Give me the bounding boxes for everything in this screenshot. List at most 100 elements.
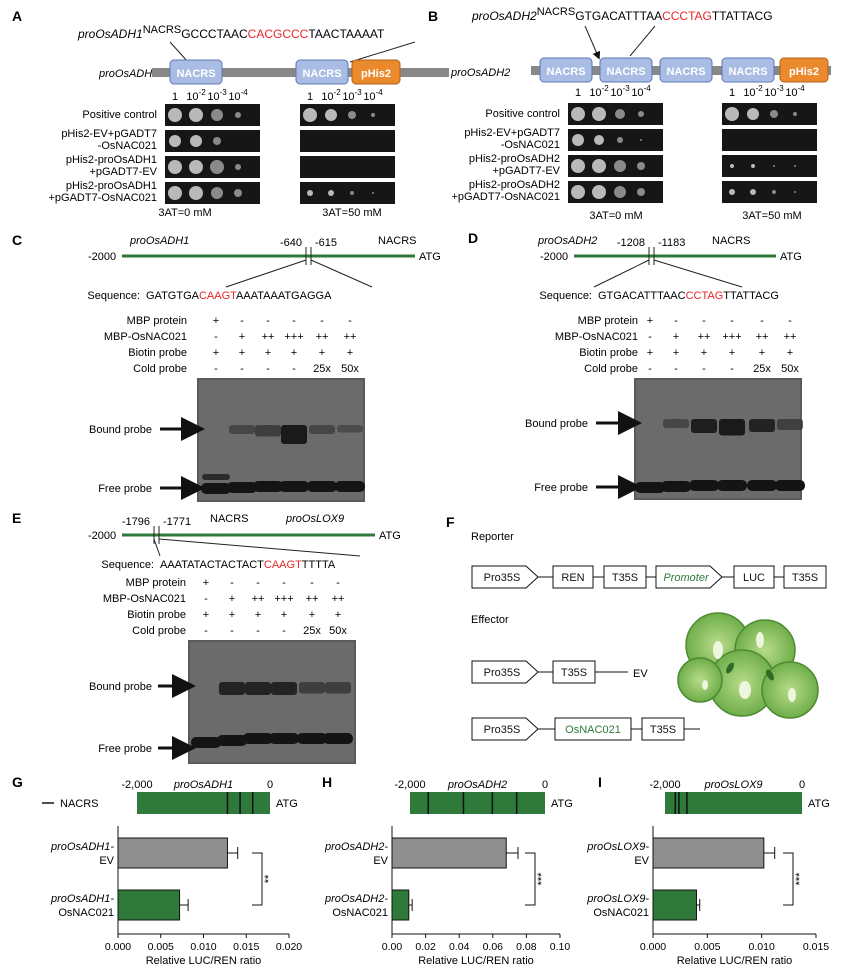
free-probe-label: Free probe: [98, 483, 152, 495]
part-label: Pro35S: [484, 572, 521, 584]
part-label: T35S: [561, 667, 587, 679]
emsa-cell: -: [730, 363, 734, 375]
part-label: OsNAC021: [565, 724, 621, 736]
yeast-row-label: Positive control: [82, 109, 157, 121]
part-label: T35S: [650, 724, 676, 736]
panel-label-a: A: [12, 8, 22, 24]
dilution-base: 10: [764, 87, 776, 99]
yeast-row-label: +pGADT7-OsNAC021: [451, 191, 560, 203]
part-label: LUC: [743, 572, 765, 584]
seq-highlight: CAAGT: [199, 290, 237, 302]
emsa-cell: +: [203, 577, 209, 589]
x-tick-label: 0.010: [190, 941, 216, 953]
plate-strip: [722, 103, 817, 125]
emsa-cell: -: [336, 577, 340, 589]
site-position: -1796: [122, 516, 150, 528]
seq-highlight: CAAGT: [264, 559, 302, 571]
yeast-colony: [614, 186, 626, 198]
dilution-base: 10: [186, 91, 198, 103]
part-label: Promoter: [663, 572, 710, 584]
part-label: T35S: [612, 572, 638, 584]
emsa-cell: -: [204, 625, 208, 637]
plate-strip: [722, 129, 817, 151]
condition-label: 3AT=0 mM: [589, 210, 642, 222]
yeast-colony: [328, 190, 334, 196]
significance-stars: ***: [794, 872, 806, 886]
dilution-label: 10-2: [321, 88, 341, 103]
free-probe-band: [307, 481, 337, 492]
panel-label: G: [12, 774, 23, 790]
dilution-label: 10-3: [764, 84, 784, 99]
emsa-cell: ++: [332, 593, 345, 605]
yeast-colony: [234, 189, 242, 197]
yeast-colony: [725, 107, 739, 121]
promoter-name: proOsADH2: [471, 9, 537, 23]
sequence-text: GATGTGACAAGTAAATAAATGAGGA: [146, 290, 332, 302]
emsa-cell: 25x: [303, 625, 321, 637]
emsa-cell: -: [282, 625, 286, 637]
yeast-colony: [190, 135, 202, 147]
reporter-title: Reporter: [471, 531, 514, 543]
nacrs-label: NACRS: [302, 68, 341, 80]
promoter-map-bar: [665, 792, 802, 814]
map-atg: ATG: [276, 798, 298, 810]
bound-probe-label: Bound probe: [525, 418, 588, 430]
map-right-label: 0: [542, 779, 548, 791]
free-probe-band: [202, 474, 230, 480]
cell-shape: [677, 657, 723, 703]
emsa-cell: ++: [784, 331, 797, 343]
phis2-label: pHis2: [789, 66, 819, 78]
nacrs-box: [169, 59, 223, 85]
map-title: proOsLOX9: [703, 779, 762, 791]
seq-part: TTATTACG: [723, 290, 779, 302]
bound-probe-band: [719, 419, 745, 436]
significance-stars: **: [263, 874, 275, 883]
nacrs-box: [721, 57, 775, 83]
emsa-cell: -: [204, 593, 208, 605]
site-position: -1208: [617, 237, 645, 249]
category-label: OsNAC021: [58, 907, 114, 919]
x-tick-label: 0.000: [640, 941, 666, 953]
zoom-line: [153, 538, 161, 557]
emsa-cell: -: [214, 331, 218, 343]
emsa-cell: +: [647, 347, 653, 359]
emsa-cell: ++: [306, 593, 319, 605]
x-tick-label: 0.04: [449, 941, 470, 953]
yeast-colony: [592, 107, 606, 121]
dilution-exp: -2: [334, 88, 342, 97]
atg-label: ATG: [379, 530, 401, 542]
yeast-colony: [750, 189, 756, 195]
yeast-colony: [210, 160, 224, 174]
free-probe-label: Free probe: [98, 743, 152, 755]
effector-title: Effector: [471, 614, 509, 626]
free-probe-band: [661, 481, 691, 492]
yeast-row-label: pHis2-proOsADH2: [469, 153, 560, 165]
free-probe-band: [635, 482, 665, 493]
category-label: proOsADH1-: [50, 841, 114, 853]
dilution-base: 10: [342, 91, 354, 103]
sequence-text: AAATATACTACTACTCAAGTTTTTA: [160, 559, 336, 571]
emsa-cell: -: [214, 363, 218, 375]
yeast-colony: [571, 107, 585, 121]
emsa-row-label: Cold probe: [133, 363, 187, 375]
category-label: proOsLOX9-: [586, 841, 649, 853]
plate-strip: [300, 182, 395, 204]
panel-label: H: [322, 774, 332, 790]
seq-header-b: proOsADH2NACRSGTGACATTTAACCCTAGTTATTACG: [471, 6, 773, 23]
yeast-colony: [729, 189, 735, 195]
yeast-colony: [594, 135, 604, 145]
yeast-colony: [168, 108, 182, 122]
map-atg: ATG: [551, 798, 573, 810]
emsa-row-label: MBP-OsNAC021: [104, 331, 187, 343]
dilution-exp: -3: [623, 84, 631, 93]
significance-bracket: [525, 852, 536, 906]
yeast-colony: [189, 186, 203, 200]
phis2-box: [351, 59, 401, 85]
free-probe-band: [217, 735, 247, 746]
bound-probe-band: [245, 682, 271, 695]
